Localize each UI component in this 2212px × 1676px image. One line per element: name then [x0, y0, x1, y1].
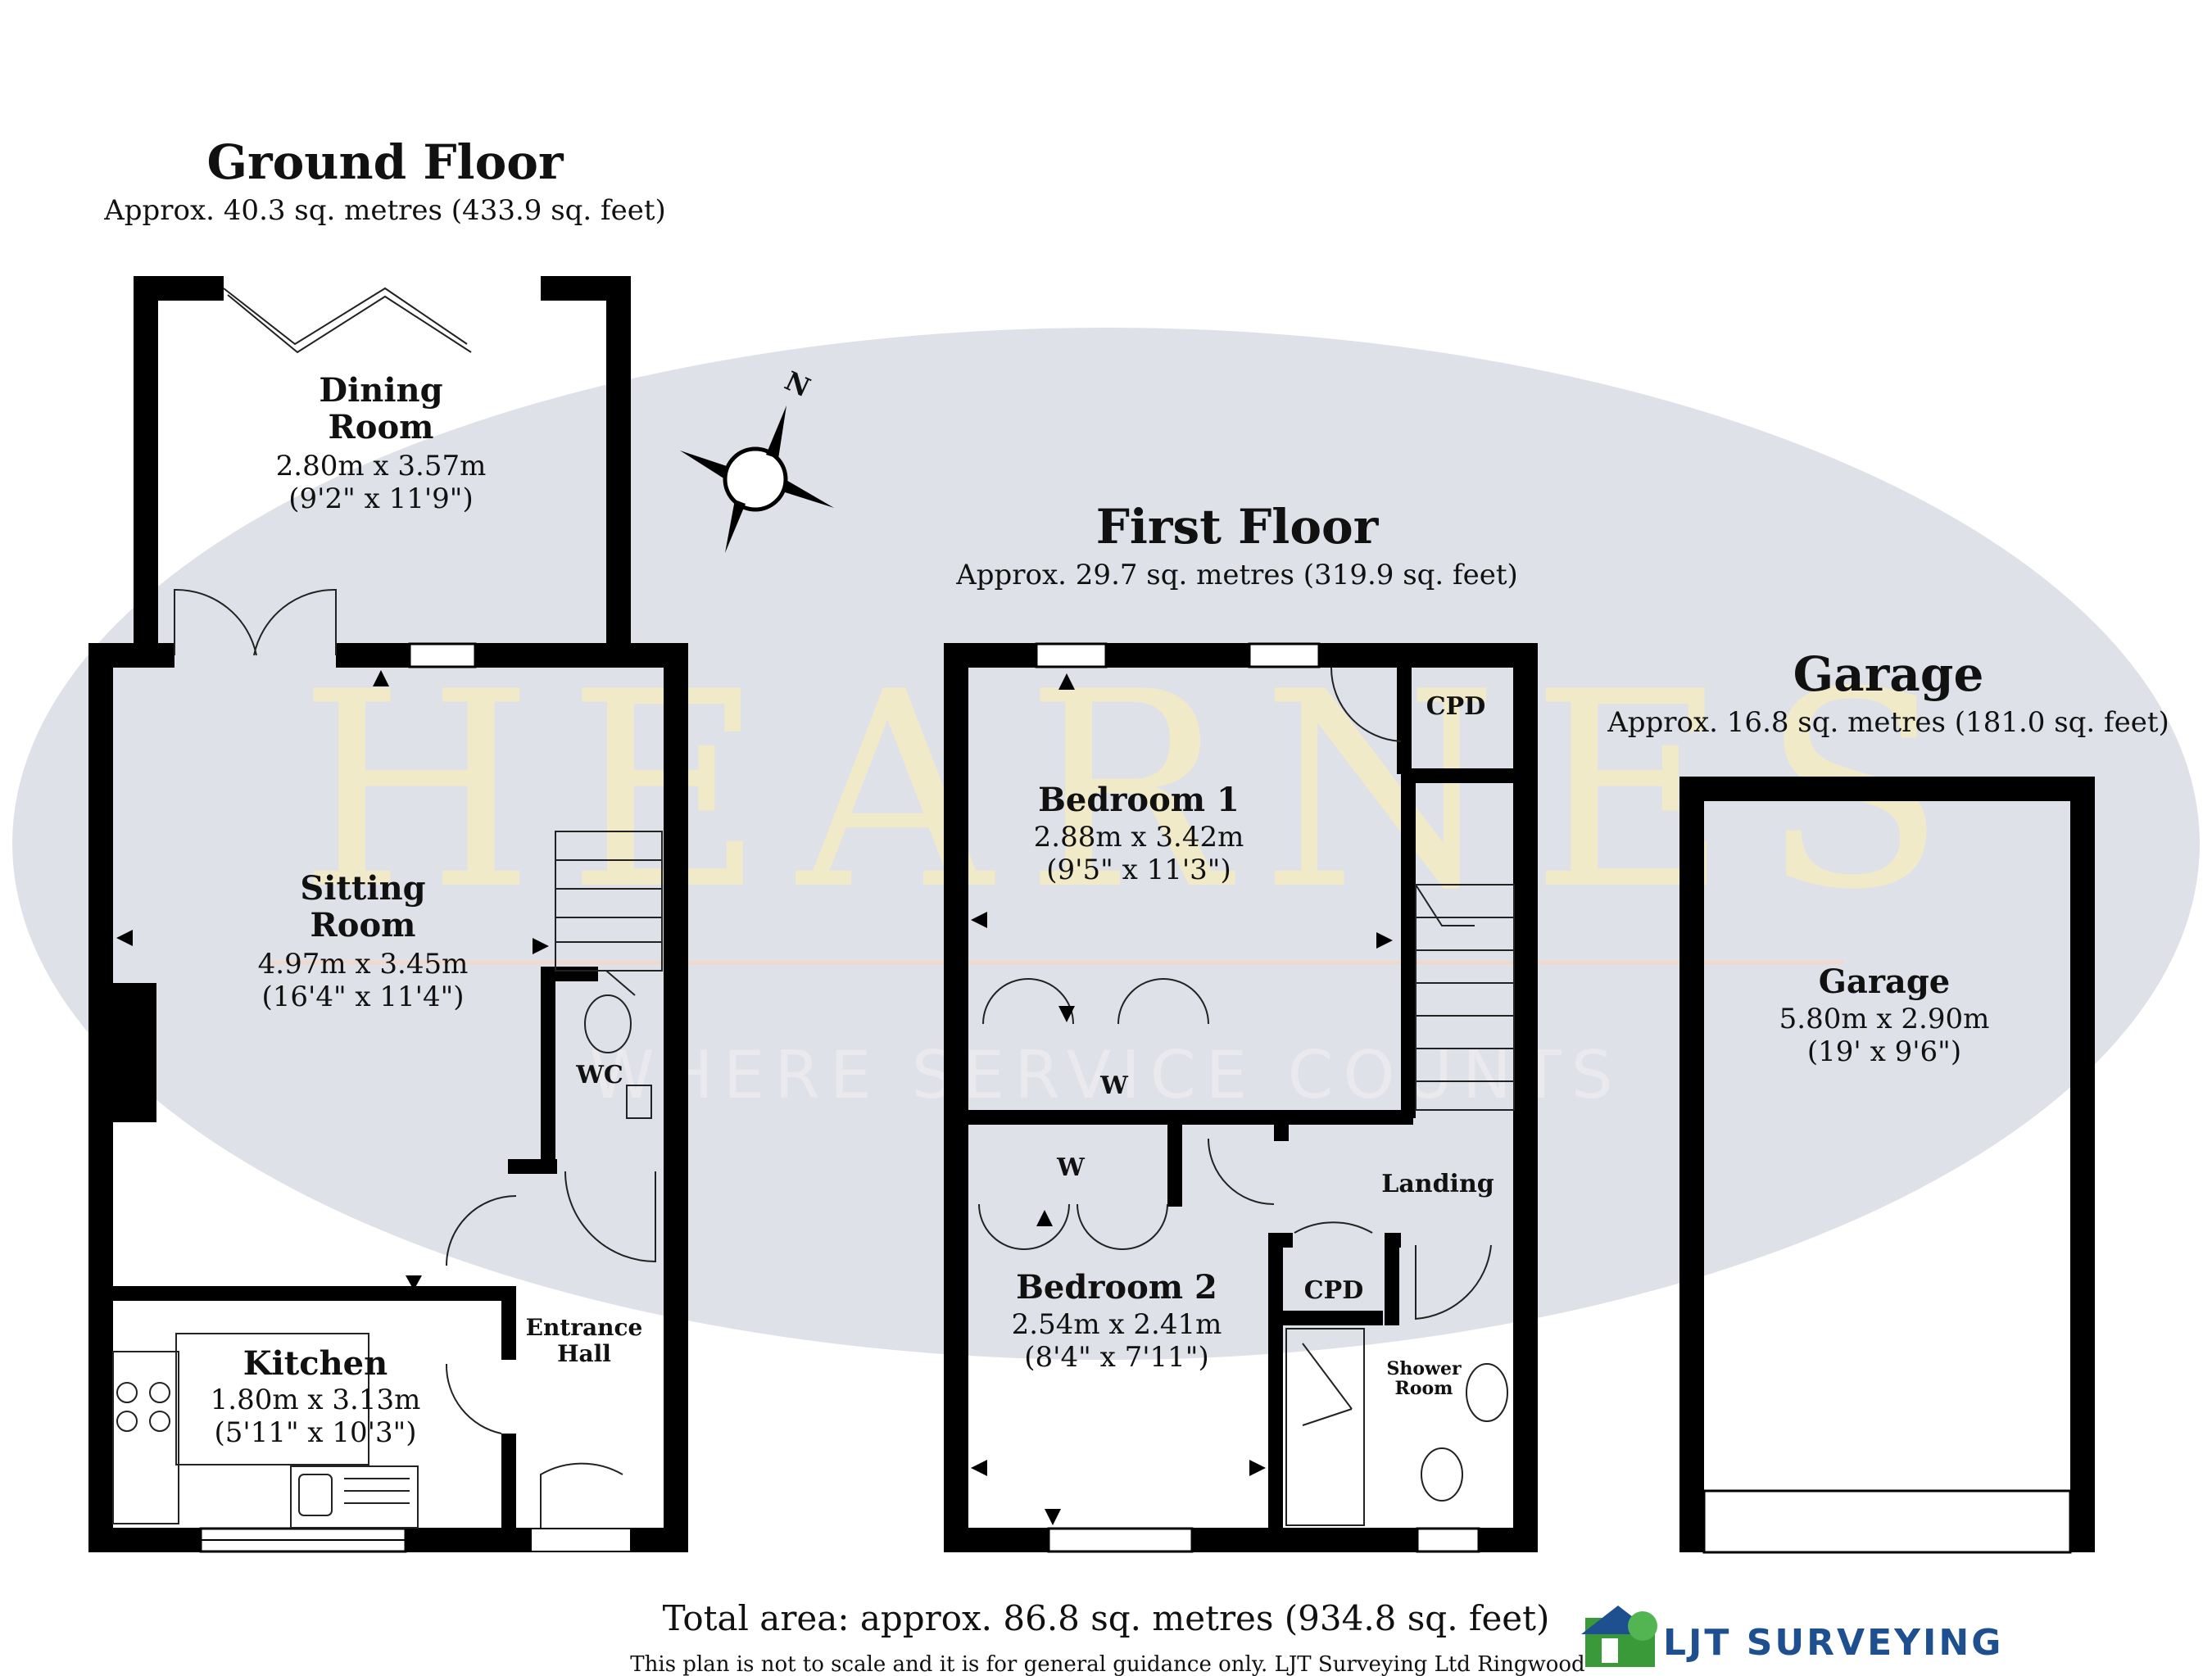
garage-title: Garage — [1793, 646, 1984, 702]
sitting-room-label-2: Room — [310, 906, 416, 944]
bedroom1-imperial: (9'5" x 11'3") — [1046, 854, 1231, 886]
dining-room-metric: 2.80m x 3.57m — [276, 450, 487, 482]
garage: Garage Approx. 16.8 sq. metres (181.0 sq… — [1607, 646, 2169, 1554]
watermark-ellipse — [12, 328, 2200, 1360]
shower-room-label-2: Room — [1395, 1378, 1453, 1399]
bedroom2-metric: 2.54m x 2.41m — [1012, 1308, 1222, 1341]
sitting-room-imperial: (16'4" x 11'4") — [261, 981, 464, 1013]
kitchen-metric: 1.80m x 3.13m — [211, 1384, 421, 1416]
shower-room-label-1: Shower — [1386, 1358, 1461, 1379]
wardrobe-bed1-label: W — [1099, 1071, 1129, 1100]
total-area: Total area: approx. 86.8 sq. metres (934… — [663, 1598, 1550, 1638]
footer: Total area: approx. 86.8 sq. metres (934… — [630, 1598, 2003, 1676]
bedroom1-label: Bedroom 1 — [1038, 781, 1240, 819]
cpd-top-label: CPD — [1426, 692, 1485, 721]
ground-floor-area: Approx. 40.3 sq. metres (433.9 sq. feet) — [103, 194, 666, 227]
kitchen-label: Kitchen — [243, 1344, 388, 1383]
ground-floor: Ground Floor Approx. 40.3 sq. metres (43… — [88, 134, 688, 1553]
garage-room-label: Garage — [1819, 963, 1951, 1001]
wardrobe-bed2-label: W — [1056, 1153, 1086, 1182]
sitting-room-metric: 4.97m x 3.45m — [258, 948, 469, 981]
ground-floor-title: Ground Floor — [207, 134, 564, 190]
garage-room-imperial: (19' x 9'6") — [1807, 1035, 1961, 1068]
cpd-bottom-label: CPD — [1304, 1276, 1363, 1305]
entrance-hall-label-1: Entrance — [526, 1314, 643, 1341]
ljt-logo-text: LJT SURVEYING — [1663, 1622, 2003, 1664]
dining-room-label-2: Room — [329, 408, 434, 446]
wc-label: WC — [575, 1061, 623, 1089]
first-floor: First Floor Approx. 29.7 sq. metres (319… — [944, 499, 1538, 1553]
entrance-hall-label-2: Hall — [557, 1340, 611, 1367]
dining-room-imperial: (9'2" x 11'9") — [288, 482, 473, 515]
first-floor-area: Approx. 29.7 sq. metres (319.9 sq. feet) — [955, 559, 1518, 591]
garage-area: Approx. 16.8 sq. metres (181.0 sq. feet) — [1607, 706, 2169, 739]
bedroom1-metric: 2.88m x 3.42m — [1034, 821, 1244, 854]
sitting-room-label-1: Sitting — [300, 869, 425, 908]
garage-room-metric: 5.80m x 2.90m — [1779, 1003, 1990, 1035]
compass-icon: N — [680, 365, 834, 553]
bedroom2-imperial: (8'4" x 7'11") — [1024, 1341, 1208, 1374]
landing-label: Landing — [1381, 1170, 1494, 1198]
watermark: HEARNES WHERE SERVICE COUNTS — [12, 328, 2200, 1360]
kitchen-imperial: (5'11" x 10'3") — [214, 1416, 416, 1449]
disclaimer: This plan is not to scale and it is for … — [630, 1652, 1584, 1676]
watermark-tagline: WHERE SERVICE COUNTS — [590, 1037, 1623, 1113]
dining-room-label-1: Dining — [319, 371, 442, 410]
bedroom2-label: Bedroom 2 — [1016, 1268, 1217, 1307]
first-floor-title: First Floor — [1096, 499, 1380, 555]
ljt-logo-icon — [1581, 1606, 1657, 1667]
first-stairs — [1415, 884, 1515, 1111]
ground-stairs — [555, 831, 663, 996]
watermark-brand: HEARNES — [298, 634, 1979, 949]
